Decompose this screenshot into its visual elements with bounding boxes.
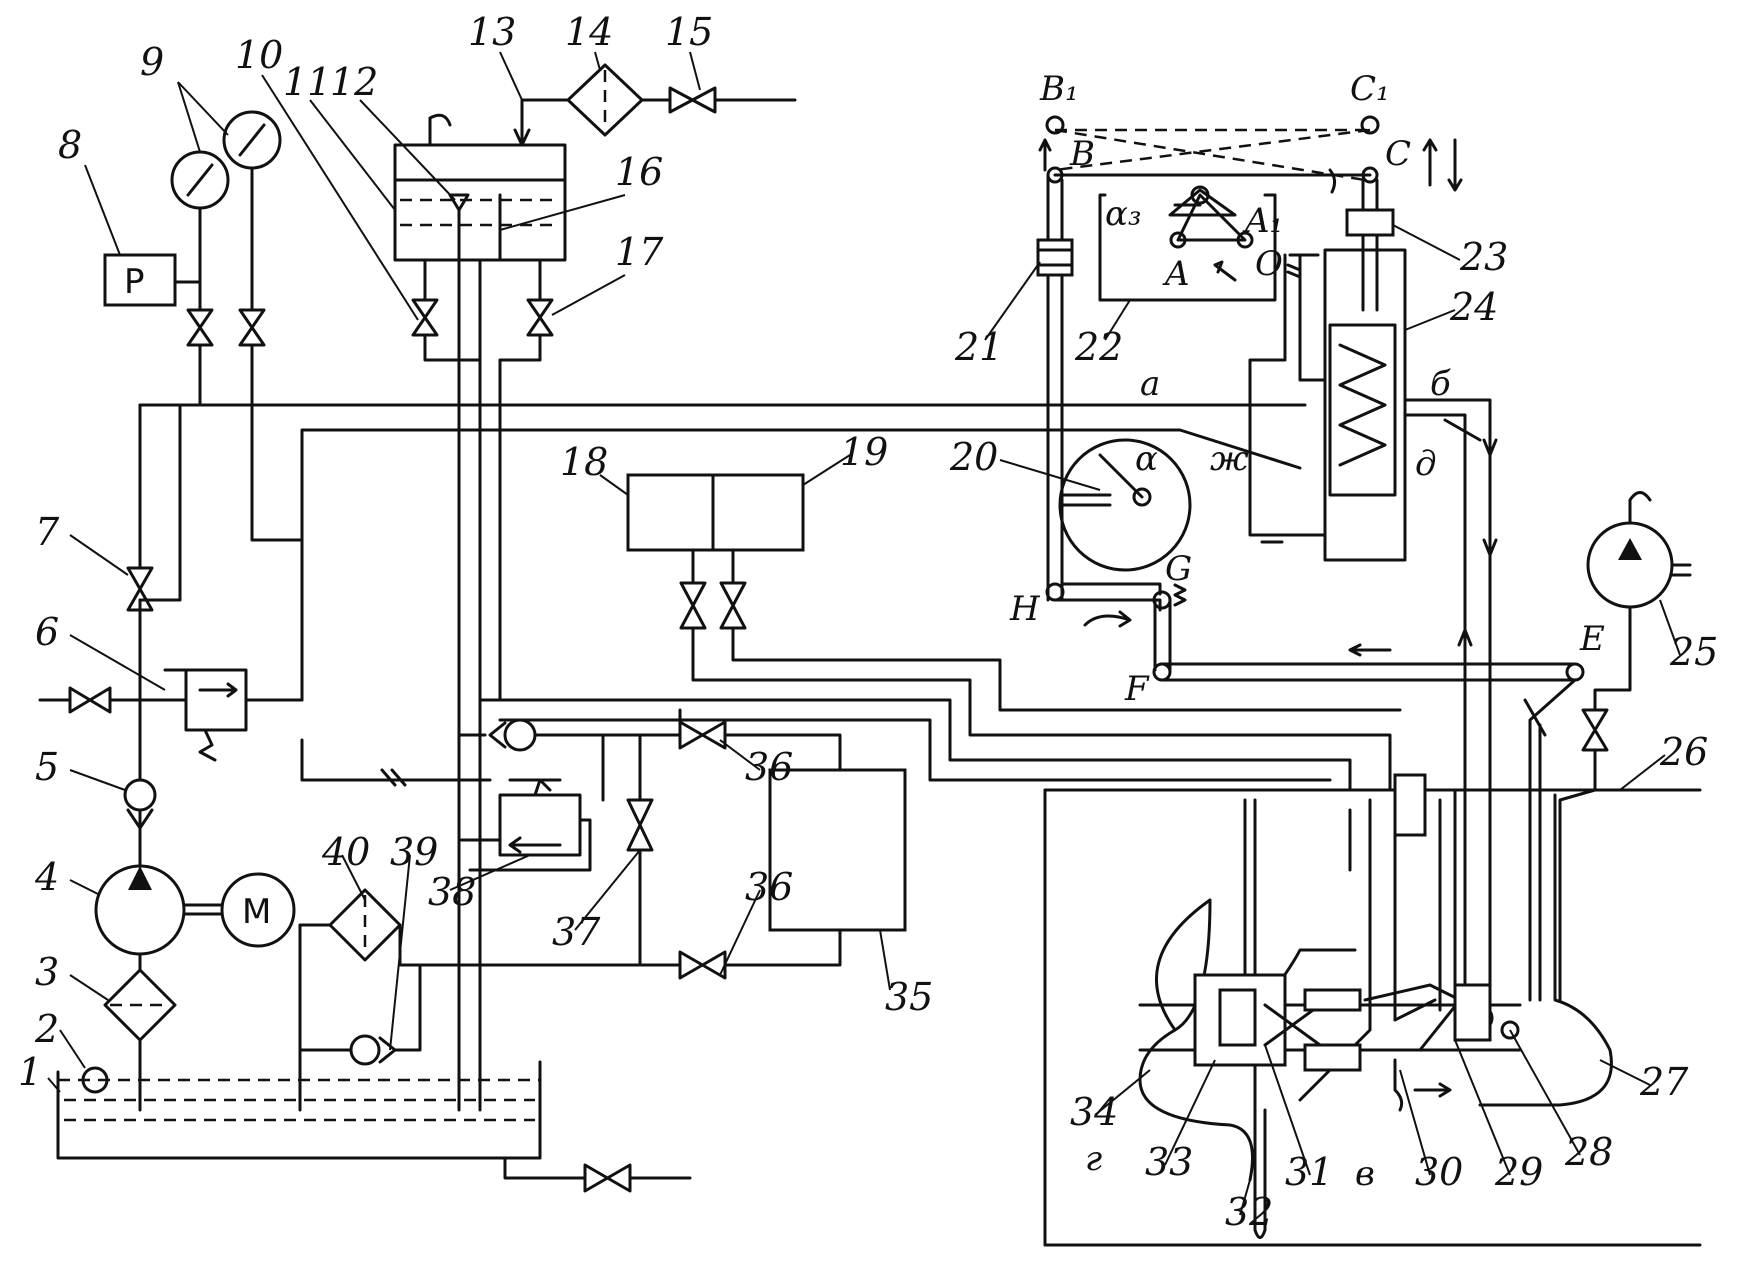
label-13: 13 [468, 10, 516, 54]
label-18: 18 [560, 440, 608, 484]
angle-alpha3: α₃ [1105, 194, 1142, 234]
point-A: A [1162, 254, 1190, 294]
point-O: O [1255, 244, 1283, 284]
blocks-18-19 [478, 473, 1402, 792]
gravity-tank [393, 113, 567, 1112]
motor-label: M [242, 892, 271, 932]
label-4: 4 [34, 855, 59, 899]
label-17: 17 [615, 230, 664, 274]
label-1: 1 [18, 1050, 42, 1094]
channel-g: г [1085, 1139, 1102, 1179]
pressure-switch-label: P [124, 262, 145, 302]
label-25: 25 [1669, 630, 1718, 674]
channel-v: в [1355, 1154, 1375, 1194]
label-39: 39 [390, 830, 438, 874]
angle-alpha: α [1135, 439, 1158, 479]
label-30: 30 [1415, 1150, 1463, 1194]
channel-zh: ж [1210, 439, 1249, 479]
label-34: 34 [1070, 1090, 1118, 1134]
pressure-switch: P [103, 253, 202, 312]
label-19: 19 [840, 430, 888, 474]
point-C: C [1385, 134, 1411, 174]
level-indicator [81, 1066, 109, 1094]
label-7: 7 [35, 510, 60, 554]
letter-labels: B₁ C₁ B C A₁ A O H G F E α₃ α а б ж д г … [1009, 69, 1605, 1194]
point-H: H [1009, 589, 1041, 629]
return-filter [298, 888, 461, 1112]
label-40: 40 [321, 830, 370, 874]
label-15: 15 [665, 10, 713, 54]
pump-25 [1558, 491, 1692, 1002]
label-12: 12 [330, 60, 378, 104]
aux-circuit [457, 708, 907, 980]
motor: M [220, 872, 296, 948]
label-2: 2 [34, 1007, 59, 1051]
leaders [47, 51, 1681, 1216]
pump [94, 864, 224, 972]
label-32: 32 [1225, 1190, 1273, 1234]
label-37: 37 [552, 910, 601, 954]
label-9: 9 [140, 40, 164, 84]
label-8: 8 [58, 123, 82, 167]
labels: 1 2 3 4 5 6 7 8 9 10 11 12 13 14 15 16 1… [18, 10, 1718, 1234]
label-14: 14 [565, 10, 613, 54]
label-29: 29 [1494, 1150, 1543, 1194]
relief-valve-6 [38, 668, 304, 762]
label-27: 27 [1639, 1060, 1689, 1104]
casing [1043, 773, 1702, 1247]
point-E: E [1579, 619, 1605, 659]
label-20: 20 [949, 435, 998, 479]
fill-line [513, 63, 797, 147]
linkage [1036, 115, 1585, 1012]
label-38: 38 [428, 870, 476, 914]
label-22: 22 [1074, 325, 1123, 369]
shutoff-valve-7[interactable] [126, 403, 442, 612]
point-B1: B₁ [1039, 69, 1079, 109]
label-33: 33 [1145, 1140, 1193, 1184]
point-C1: C₁ [1350, 69, 1390, 109]
oil-tank [56, 1060, 692, 1193]
label-3: 3 [35, 950, 59, 994]
label-21: 21 [954, 325, 1003, 369]
label-35: 35 [885, 975, 933, 1019]
channel-a: а [1140, 364, 1160, 404]
channel-b: б [1430, 364, 1451, 404]
pressure-gauges [170, 110, 302, 542]
channel-d: д [1415, 444, 1437, 484]
point-F: F [1124, 669, 1150, 709]
label-10: 10 [235, 33, 283, 77]
label-36-top: 36 [745, 745, 793, 789]
label-28: 28 [1564, 1130, 1613, 1174]
point-A1: A₁ [1242, 201, 1283, 241]
label-5: 5 [35, 745, 59, 789]
drain-valve[interactable] [583, 1163, 632, 1193]
label-6: 6 [35, 610, 59, 654]
check-valve-5 [123, 598, 157, 868]
label-36-bottom: 36 [745, 865, 793, 909]
suction-filter [103, 968, 177, 1112]
label-16: 16 [615, 150, 663, 194]
label-23: 23 [1459, 235, 1508, 279]
label-11: 11 [283, 60, 331, 104]
point-B: B [1069, 134, 1095, 174]
label-26: 26 [1659, 730, 1708, 774]
label-24: 24 [1449, 285, 1498, 329]
point-G: G [1165, 549, 1192, 589]
